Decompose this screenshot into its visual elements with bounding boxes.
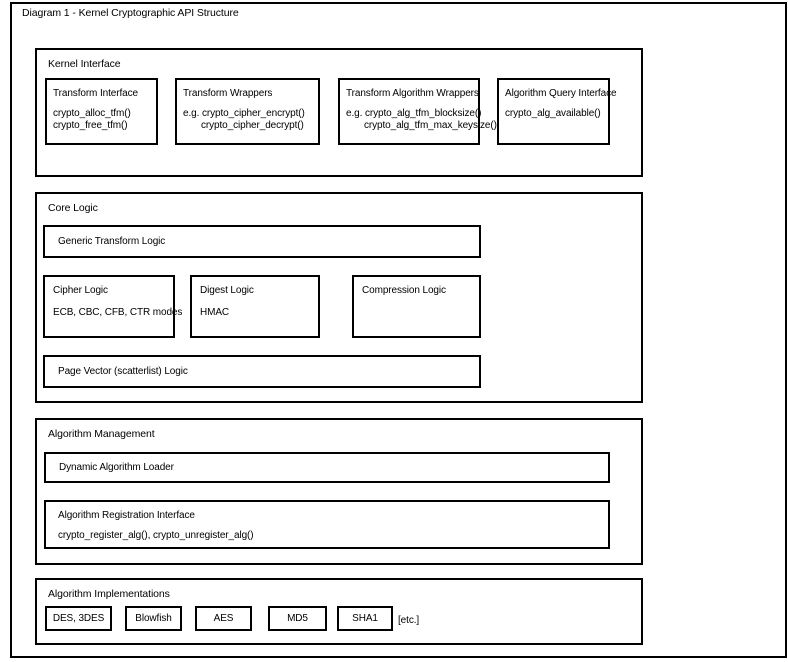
box-title: Algorithm Query Interface [505, 88, 617, 99]
box-impl-blowfish: Blowfish [125, 606, 182, 631]
code-line: crypto_alg_tfm_max_keysize() [364, 119, 497, 131]
box-title: DES, 3DES [52, 613, 105, 624]
box-transform-algorithm-wrappers: Transform Algorithm Wrappers e.g. crypto… [338, 78, 497, 145]
diagram-title: Diagram 1 - Kernel Cryptographic API Str… [22, 7, 239, 19]
box-algorithm-query-interface: Algorithm Query Interface crypto_alg_ava… [497, 78, 617, 145]
section-label-algorithm-management: Algorithm Management [48, 428, 155, 440]
box-digest-logic: Digest Logic HMAC [190, 275, 320, 338]
section-algorithm-management: Algorithm Management Dynamic Algorithm L… [35, 418, 643, 565]
code-line: crypto_alg_available() [505, 108, 601, 119]
box-title: Dynamic Algorithm Loader [59, 462, 174, 473]
box-title: Algorithm Registration Interface [58, 510, 195, 521]
box-title: Page Vector (scatterlist) Logic [58, 366, 188, 377]
section-core-logic: Core Logic Generic Transform Logic Ciphe… [35, 192, 643, 403]
box-body: HMAC [200, 307, 230, 318]
section-kernel-interface: Kernel Interface Transform Interface cry… [35, 48, 643, 177]
box-title: AES [213, 613, 234, 624]
section-algorithm-implementations: Algorithm Implementations DES, 3DES Blow… [35, 578, 643, 645]
section-label-core-logic: Core Logic [48, 202, 98, 214]
diagram-outer-border [10, 2, 787, 658]
section-label-kernel-interface: Kernel Interface [48, 58, 121, 70]
box-title: Digest Logic [200, 285, 254, 296]
box-impl-des-3des: DES, 3DES [45, 606, 112, 631]
box-title: MD5 [287, 613, 308, 624]
box-transform-wrappers: Transform Wrappers e.g. crypto_cipher_en… [175, 78, 320, 145]
box-generic-transform-logic: Generic Transform Logic [43, 225, 481, 258]
code-line: e.g. crypto_cipher_encrypt() [183, 108, 305, 119]
box-body: crypto_register_alg(), crypto_unregister… [58, 530, 254, 541]
box-title: Cipher Logic [53, 285, 108, 296]
box-title: Transform Algorithm Wrappers [346, 88, 479, 99]
section-label-algorithm-implementations: Algorithm Implementations [48, 588, 170, 600]
box-dynamic-algorithm-loader: Dynamic Algorithm Loader [44, 452, 610, 483]
box-impl-md5: MD5 [268, 606, 327, 631]
box-impl-sha1: SHA1 [337, 606, 393, 631]
box-transform-interface: Transform Interface crypto_alloc_tfm() c… [45, 78, 158, 145]
box-title: Compression Logic [362, 285, 446, 296]
box-impl-aes: AES [195, 606, 252, 631]
box-page-vector-logic: Page Vector (scatterlist) Logic [43, 355, 481, 388]
box-title: Generic Transform Logic [58, 236, 166, 247]
box-title: Transform Wrappers [183, 88, 273, 99]
box-compression-logic: Compression Logic [352, 275, 481, 338]
box-cipher-logic: Cipher Logic ECB, CBC, CFB, CTR modes [43, 275, 183, 338]
code-line: crypto_alloc_tfm() [53, 108, 131, 119]
code-line: crypto_cipher_decrypt() [201, 119, 304, 131]
code-line: crypto_free_tfm() [53, 119, 128, 131]
box-title: SHA1 [352, 613, 378, 624]
box-algorithm-registration-interface: Algorithm Registration Interface crypto_… [44, 500, 610, 549]
box-title: Blowfish [135, 613, 172, 624]
etc-label: [etc.] [398, 615, 420, 626]
box-title: Transform Interface [53, 88, 138, 99]
code-line: e.g. crypto_alg_tfm_blocksize() [346, 108, 482, 119]
box-body: ECB, CBC, CFB, CTR modes [53, 307, 183, 318]
